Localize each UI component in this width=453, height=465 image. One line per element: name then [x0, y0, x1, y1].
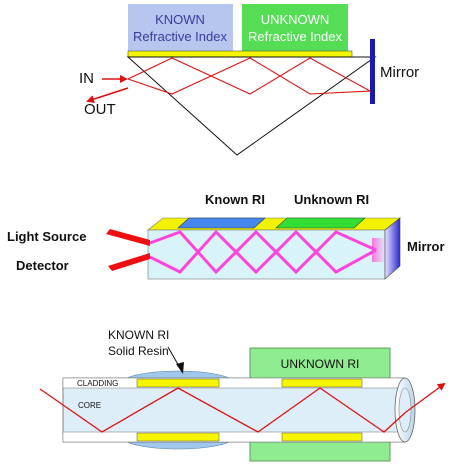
detector-beam: [108, 253, 150, 271]
known-ri-fiber-label-line1: KNOWN RI: [108, 328, 169, 342]
mirror-label-2: Mirror: [407, 239, 445, 254]
fiber-ray: [39, 387, 407, 433]
magenta-beam-upper: [149, 229, 377, 275]
unknown-ri-label-line2: Refractive Index: [248, 29, 342, 44]
mirror-bar: [370, 39, 375, 104]
known-strip-bottom: [136, 432, 220, 442]
out-arrow: [86, 87, 129, 103]
unknown-strip-bottom: [281, 432, 363, 442]
unknown-strip-top: [281, 378, 363, 388]
unknown-ri-fiber-label: UNKNOWN RI: [281, 357, 360, 371]
waveguide-panel: Known RI Unknown RI Mirror Light Source …: [7, 192, 445, 280]
fiber-panel: UNKNOWN RI CLADDING CORE KNOWN RI Solid …: [39, 328, 446, 462]
known-ri-label-line1: KNOWN: [155, 12, 205, 27]
known-ri-pad: [177, 217, 266, 229]
light-path: [127, 57, 372, 95]
core-label: CORE: [78, 401, 101, 410]
unknown-ri-label-line1: UNKNOWN: [261, 12, 330, 27]
in-label: IN: [79, 70, 94, 87]
prism-panel: KNOWN Refractive Index UNKNOWN Refractiv…: [79, 4, 419, 156]
known-ri-callout-arrowhead: [176, 362, 184, 374]
out-label: OUT: [84, 101, 116, 118]
unknown-ri-label: Unknown RI: [294, 192, 369, 207]
prism-outline: [126, 56, 377, 156]
magenta-beam-lower: [149, 229, 377, 275]
unknown-ri-pad: [275, 217, 366, 229]
light-source-label: Light Source: [7, 229, 86, 244]
known-ri-label: Known RI: [205, 192, 265, 207]
source-beam: [106, 229, 150, 246]
cladding-label: CLADDING: [77, 379, 118, 388]
known-strip-top: [136, 378, 220, 388]
mirror-label: Mirror: [380, 64, 419, 81]
known-ri-fiber-label-line2: Solid Resin: [108, 344, 169, 358]
detector-label: Detector: [16, 258, 69, 273]
known-ri-box: [128, 4, 233, 52]
sensing-strip: [127, 50, 353, 58]
fiber-tube: [62, 377, 406, 443]
unknown-ri-box: [242, 4, 348, 52]
mirror-glow: [372, 238, 386, 262]
known-ri-label-line2: Refractive Index: [133, 29, 227, 44]
waveguide-mirror-face: [384, 217, 401, 280]
fiber-exit-arrow: [405, 382, 446, 413]
fiber-core-end: [398, 387, 412, 433]
